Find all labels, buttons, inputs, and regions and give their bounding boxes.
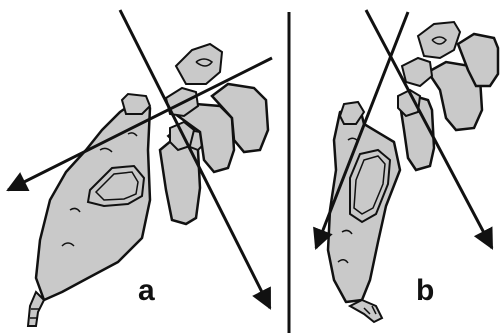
- facet-upper-b: [418, 22, 460, 58]
- facet-mid-b: [402, 58, 432, 86]
- panel-label-a: a: [138, 274, 155, 307]
- panel-a: a: [8, 10, 272, 326]
- panel-label-b: b: [416, 274, 434, 307]
- lumbar-vertebra-l5-a: [160, 140, 200, 224]
- s1-process-a: [122, 94, 150, 114]
- panel-b: b: [316, 10, 498, 322]
